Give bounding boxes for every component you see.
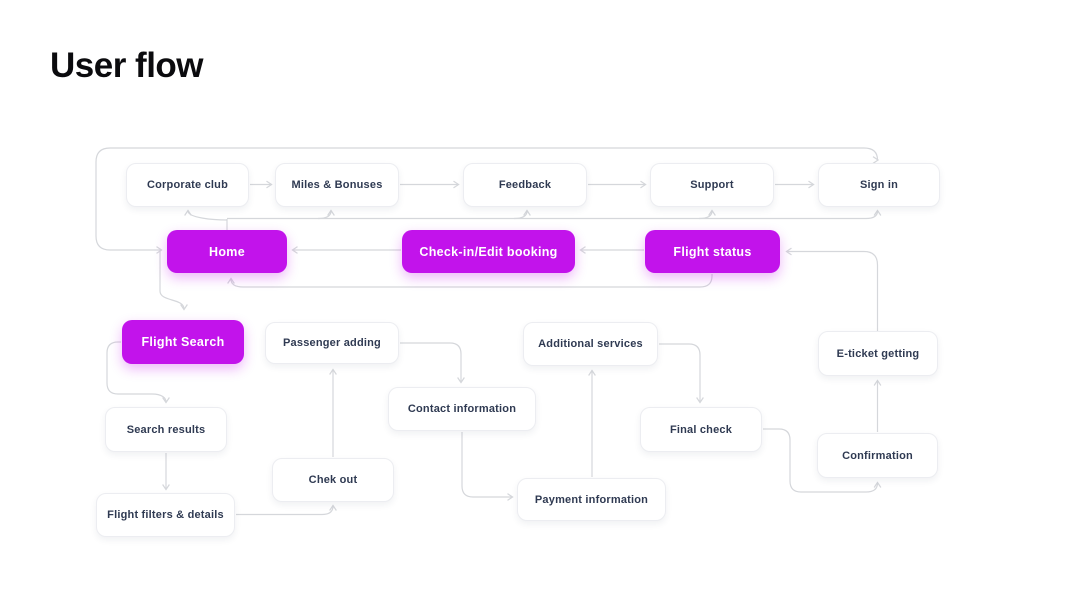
connector-flight-search-to-search-results	[106, 341, 170, 404]
node-corporate-club: Corporate club	[126, 163, 249, 207]
connector-final-check-to-confirmation	[763, 428, 882, 493]
node-feedback: Feedback	[463, 163, 587, 207]
connector-e-ticket-to-flight-status	[785, 247, 879, 331]
connector-outer-top-to-sign-in	[110, 147, 882, 162]
node-additional-services: Additional services	[523, 322, 658, 366]
node-chek-out: Chek out	[272, 458, 394, 502]
connector-contact-to-payment	[461, 432, 514, 501]
node-flight-status: Flight status	[645, 230, 780, 273]
connector-filters-to-chek-out	[236, 504, 337, 516]
page-title: User flow	[50, 46, 204, 85]
connector-outer-left-to-home	[95, 147, 163, 254]
connector-bus-to-sign-in	[227, 209, 882, 220]
connector-flight-status-to-home	[227, 274, 713, 288]
connector-bus-to-miles-bonuses	[317, 209, 335, 220]
node-e-ticket-getting: E-ticket getting	[818, 331, 938, 376]
connector-bus-to-corporate-club	[184, 209, 228, 221]
node-final-check: Final check	[640, 407, 762, 452]
node-confirmation: Confirmation	[817, 433, 938, 478]
node-contact-information: Contact information	[388, 387, 536, 431]
connector-bus-to-support	[698, 209, 716, 220]
connector-additional-to-final-check	[659, 343, 704, 404]
node-flight-filters-details: Flight filters & details	[96, 493, 235, 537]
connector-branch-to-flight-search	[159, 251, 188, 311]
connector-bus-to-feedback	[513, 209, 531, 220]
node-home: Home	[167, 230, 287, 273]
node-payment-information: Payment information	[517, 478, 666, 521]
node-flight-search: Flight Search	[122, 320, 244, 364]
node-support: Support	[650, 163, 774, 207]
node-check-in-edit-booking: Check-in/Edit booking	[402, 230, 575, 273]
connector-passenger-to-contact	[400, 342, 465, 384]
node-search-results: Search results	[105, 407, 227, 452]
node-passenger-adding: Passenger adding	[265, 322, 399, 364]
node-sign-in: Sign in	[818, 163, 940, 207]
node-miles-bonuses: Miles & Bonuses	[275, 163, 399, 207]
